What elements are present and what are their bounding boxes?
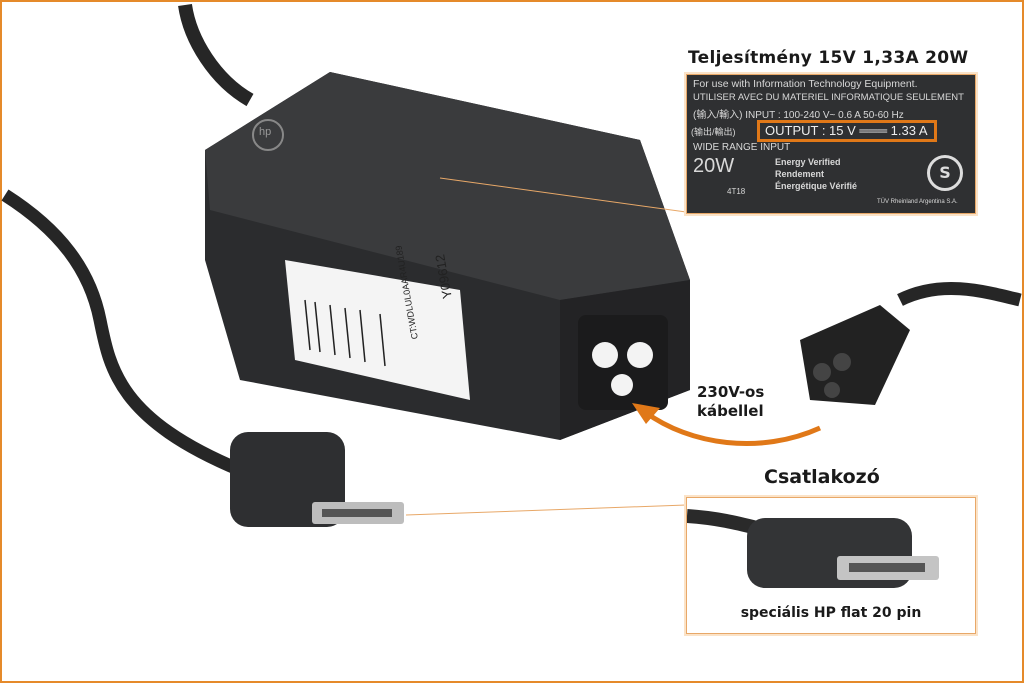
spec-label-closeup: For use with Information Technology Equi… (686, 74, 976, 214)
barcode-sticker (285, 260, 470, 400)
spec-output-prefix: (输出/輸出) (691, 127, 736, 137)
spec-input: (输入/輸入) INPUT : 100-240 V~ 0.6 A 50-60 H… (693, 110, 904, 121)
ac-inlet (578, 315, 668, 410)
spec-energy3: Énergétique Vérifié (775, 181, 858, 191)
leader-line-connector (405, 504, 687, 516)
ac-plug (800, 305, 910, 405)
connector-caption: speciális HP flat 20 pin (740, 605, 922, 621)
ac-cable (897, 281, 1022, 307)
spec-energy2: Rendement (775, 169, 825, 179)
connector-title: Csatlakozó (764, 466, 880, 488)
spec-wide-range: WIDE RANGE INPUT (693, 142, 791, 153)
spec-line2: UTILISER AVEC DU MATERIEL INFORMATIQUE S… (693, 92, 964, 103)
dc-cable (1, 189, 243, 476)
cable-note-line1: 230V-os (697, 383, 765, 401)
cable-note: 230V-os kábellel (697, 383, 764, 421)
leader-line-spec (439, 177, 687, 213)
hp-logo (252, 119, 284, 151)
tuv-mark: TÜV Rheinland Argentina S.A. (877, 199, 958, 205)
cable-note-line2: kábellel (697, 402, 764, 420)
output-highlight: OUTPUT : 15 V ═══ 1.33 A (757, 120, 937, 142)
dc-cable-top (178, 3, 254, 107)
power-adapter-brick (205, 72, 690, 440)
hp-logo-text: hp (259, 126, 272, 138)
s-mark-icon: S (927, 155, 963, 191)
connector-closeup: speciális HP flat 20 pin (686, 497, 976, 634)
arrow-head-icon (632, 403, 660, 424)
spec-code: 4T18 (727, 187, 746, 196)
arrow-curve (643, 409, 822, 446)
spec-wattage: 20W (693, 155, 735, 177)
spec-title: Teljesítmény 15V 1,33A 20W (688, 48, 969, 68)
connector-closeup-photo (687, 509, 939, 588)
spec-energy1: Energy Verified (775, 157, 841, 167)
spec-line1: For use with Information Technology Equi… (693, 78, 918, 90)
